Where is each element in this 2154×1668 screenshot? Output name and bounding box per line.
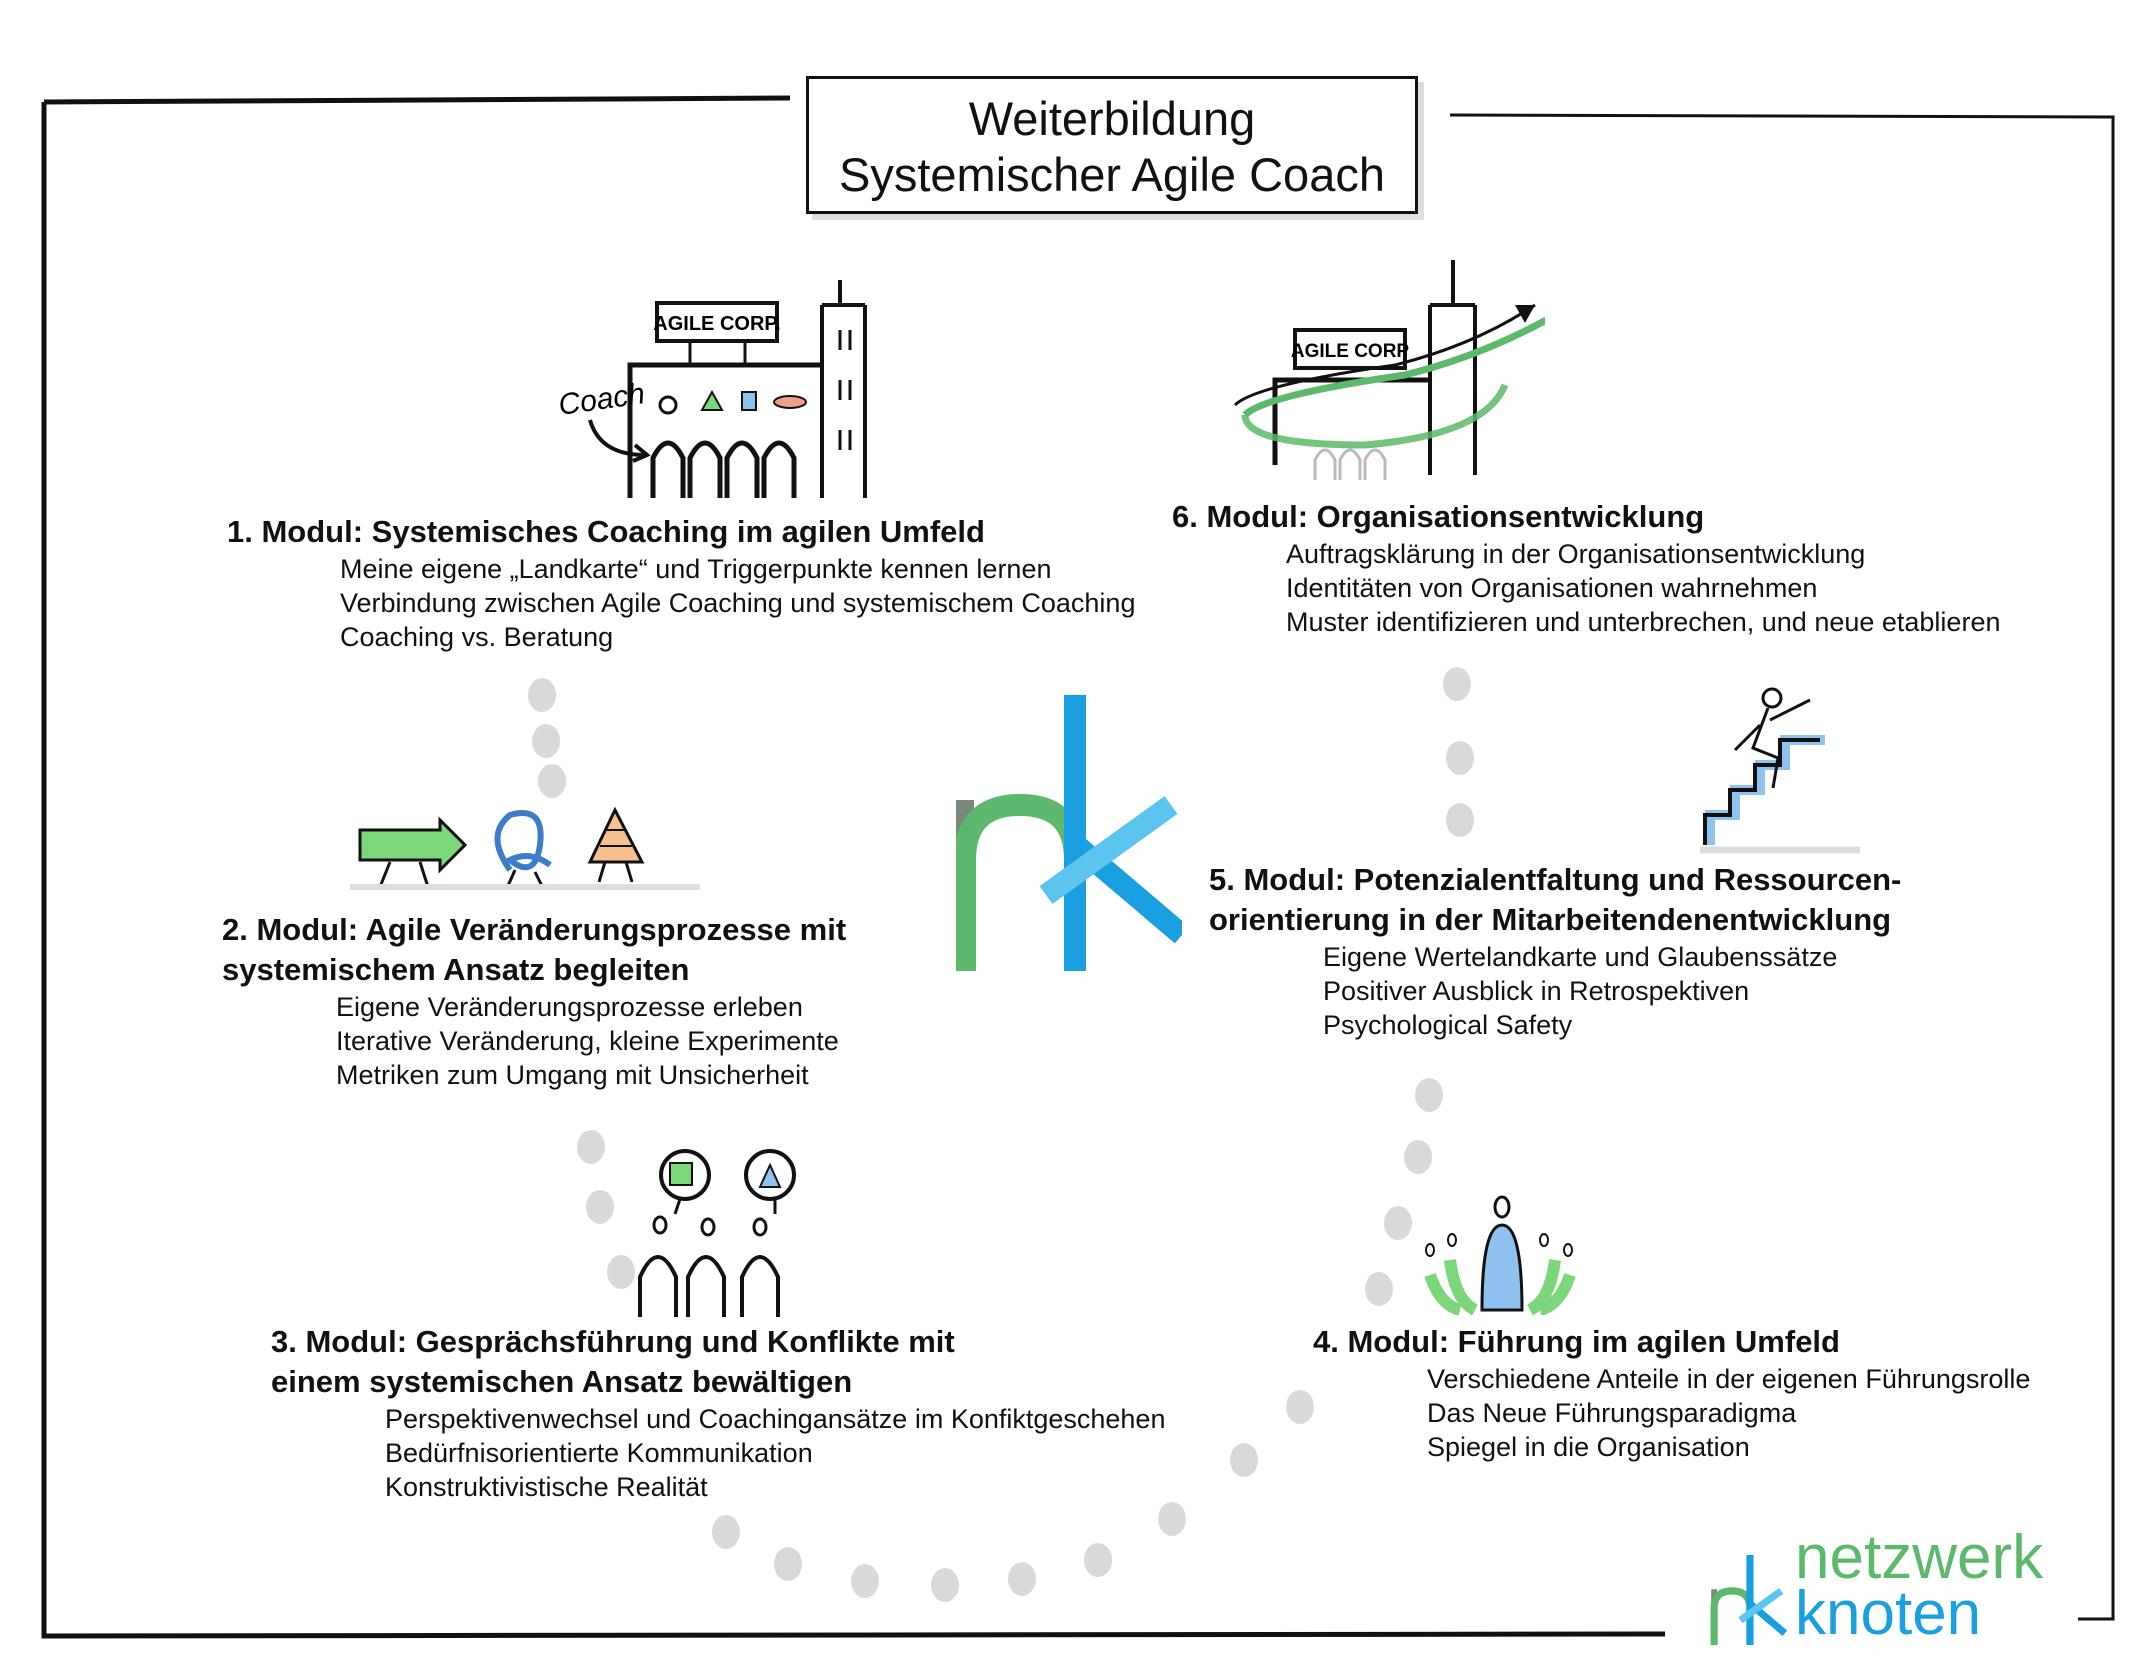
path-dot bbox=[538, 764, 566, 798]
title-box: Weiterbildung Systemischer Agile Coach bbox=[806, 76, 1418, 214]
path-dot bbox=[774, 1547, 802, 1581]
brand-line-2: knoten bbox=[1795, 1579, 1982, 1648]
path-dot bbox=[532, 724, 560, 758]
module-topic: Perspektivenwechsel und Coachingansätze … bbox=[385, 1404, 1166, 1434]
title-line-2: Systemischer Agile Coach bbox=[839, 148, 1385, 201]
module-5: 5. Modul: Potenzialentfaltung und Ressou… bbox=[1209, 860, 1901, 1042]
path-dot bbox=[586, 1190, 614, 1224]
module-topic-list: Auftragsklärung in der Organisationsentw… bbox=[1286, 537, 2000, 639]
module-3: 3. Modul: Gesprächsführung und Konflikte… bbox=[271, 1322, 1165, 1504]
stairs-climber-icon bbox=[1700, 687, 1860, 854]
path-dot bbox=[931, 1568, 959, 1602]
netzwerk-knoten-logo-mark bbox=[956, 695, 1182, 971]
module-2: 2. Modul: Agile Veränderungsprozesse mit… bbox=[222, 910, 846, 1092]
organization-growth-icon: AGILE CORP bbox=[1233, 260, 1545, 480]
path-dot bbox=[1446, 803, 1474, 837]
module-topic: Meine eigene „Landkarte“ und Triggerpunk… bbox=[340, 554, 1052, 584]
path-dot bbox=[1008, 1562, 1036, 1596]
path-dot bbox=[851, 1564, 879, 1598]
module-topic-list: Verschiedene Anteile in der eigenen Führ… bbox=[1427, 1362, 2030, 1464]
module-heading: 3. Modul: Gesprächsführung und Konflikte… bbox=[271, 1324, 955, 1359]
brand-wordmark: netzwerk knoten bbox=[1795, 1523, 2044, 1648]
module-heading: 1. Modul: Systemisches Coaching im agile… bbox=[227, 514, 985, 549]
agile-corp-building-icon: AGILE CORP. Coach bbox=[556, 280, 867, 498]
path-dot bbox=[1230, 1443, 1258, 1477]
path-dot bbox=[528, 678, 556, 712]
module-topic: Das Neue Führungsparadigma bbox=[1427, 1398, 1797, 1428]
title-line-1: Weiterbildung bbox=[968, 92, 1256, 145]
module-topic: Iterative Veränderung, kleine Experiment… bbox=[336, 1026, 839, 1056]
path-dot bbox=[1446, 741, 1474, 775]
module-topic: Eigene Wertelandkarte und Glaubenssätze bbox=[1323, 942, 1838, 972]
brand-logo-mark bbox=[1710, 1555, 1788, 1645]
module-heading: 5. Modul: Potenzialentfaltung und Ressou… bbox=[1209, 862, 1902, 897]
module-topic: Coaching vs. Beratung bbox=[340, 622, 614, 652]
path-dot bbox=[1084, 1543, 1112, 1577]
svg-text:AGILE CORP: AGILE CORP bbox=[1291, 341, 1410, 362]
module-heading: orientierung in der Mitarbeitendenentwic… bbox=[1209, 902, 1892, 937]
change-process-icon bbox=[350, 806, 700, 890]
path-dot bbox=[1158, 1502, 1186, 1536]
conversation-conflict-icon bbox=[638, 1149, 796, 1317]
path-dot bbox=[1384, 1206, 1412, 1240]
module-heading: 2. Modul: Agile Veränderungsprozesse mit bbox=[222, 912, 847, 947]
module-topic: Muster identifizieren und unterbrechen, … bbox=[1286, 607, 2001, 637]
coach-label: Coach bbox=[556, 377, 646, 422]
module-topic-list: Meine eigene „Landkarte“ und Triggerpunk… bbox=[340, 552, 1135, 654]
path-dot bbox=[1286, 1390, 1314, 1424]
module-topic: Identitäten von Organisationen wahrnehme… bbox=[1286, 573, 1818, 603]
module-heading: einem systemischen Ansatz bewältigen bbox=[271, 1364, 853, 1399]
brand-line-1: netzwerk bbox=[1795, 1523, 2044, 1592]
module-topic: Eigene Veränderungsprozesse erleben bbox=[336, 992, 803, 1022]
path-dot bbox=[1415, 1078, 1443, 1112]
module-topic: Metriken zum Umgang mit Unsicherheit bbox=[336, 1060, 809, 1090]
module-topic: Verbindung zwischen Agile Coaching und s… bbox=[340, 588, 1136, 618]
module-topic-list: Perspektivenwechsel und Coachingansätze … bbox=[385, 1402, 1165, 1504]
module-heading: 4. Modul: Führung im agilen Umfeld bbox=[1313, 1324, 1840, 1359]
path-dot bbox=[577, 1130, 605, 1164]
path-dot bbox=[607, 1255, 635, 1289]
agile-corp-sign-text: AGILE CORP. bbox=[653, 313, 780, 335]
module-1: 1. Modul: Systemisches Coaching im agile… bbox=[227, 512, 1135, 654]
module-topic: Spiegel in die Organisation bbox=[1427, 1432, 1750, 1462]
module-topic: Bedürfnisorientierte Kommunikation bbox=[385, 1438, 813, 1468]
module-topic: Konstruktivistische Realität bbox=[385, 1472, 708, 1502]
module-heading: systemischem Ansatz begleiten bbox=[222, 952, 690, 987]
path-dot bbox=[1404, 1140, 1432, 1174]
module-topic: Psychological Safety bbox=[1323, 1010, 1573, 1040]
module-topic: Positiver Ausblick in Retrospektiven bbox=[1323, 976, 1750, 1006]
path-dot bbox=[712, 1515, 740, 1549]
module-heading: 6. Modul: Organisationsentwicklung bbox=[1172, 499, 1705, 534]
path-dot bbox=[1365, 1272, 1393, 1306]
path-dot bbox=[1443, 667, 1471, 701]
leadership-group-icon bbox=[1424, 1195, 1576, 1315]
module-topic: Auftragsklärung in der Organisationsentw… bbox=[1286, 539, 1866, 569]
module-topic: Verschiedene Anteile in der eigenen Führ… bbox=[1427, 1364, 2031, 1394]
